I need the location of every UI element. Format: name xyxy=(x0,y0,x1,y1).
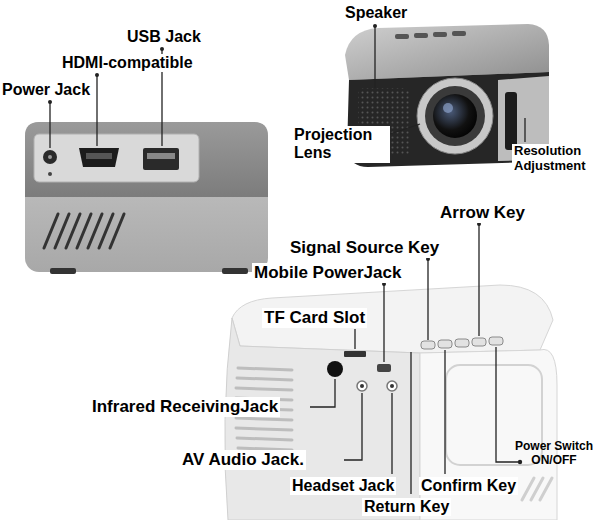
part-label: Infrared ReceivingJack xyxy=(90,397,280,417)
part-label: Power Jack xyxy=(0,81,92,99)
part-label: Resolution Adjustment xyxy=(512,144,602,174)
part-label: Power Switch ON/OFF xyxy=(506,440,602,468)
part-label: Return Key xyxy=(362,498,451,516)
part-label: Arrow Key xyxy=(438,203,527,223)
leader-lines xyxy=(50,26,525,494)
part-label: Headset Jack xyxy=(290,477,396,495)
part-label: TF Card Slot xyxy=(262,308,367,328)
part-label: Mobile PowerJack xyxy=(252,263,403,283)
leader-dots xyxy=(48,24,522,464)
part-label: AV Audio Jack. xyxy=(180,450,306,470)
side-view xyxy=(25,122,268,274)
part-label: USB Jack xyxy=(125,28,203,46)
part-label: Confirm Key xyxy=(419,477,518,495)
part-label: Speaker xyxy=(343,4,409,22)
part-label: Projection Lens xyxy=(292,126,390,163)
part-label: HDMI-compatible xyxy=(60,54,195,72)
part-label: Signal Source Key xyxy=(288,238,441,258)
